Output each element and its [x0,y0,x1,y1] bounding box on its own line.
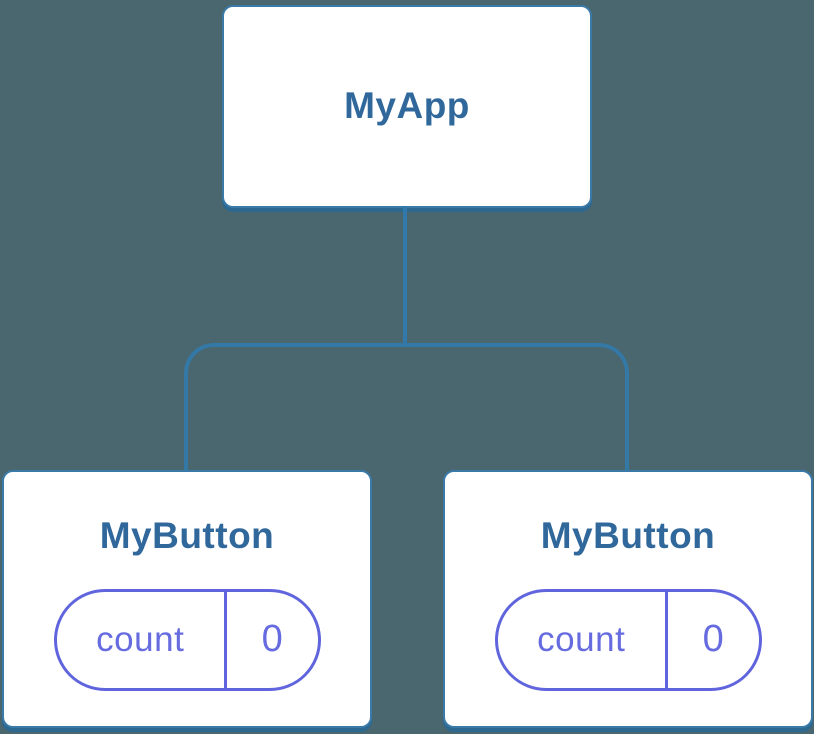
state-name: count [498,591,668,688]
node-mybutton-right: MyButton count 0 [443,470,813,728]
node-label: MyButton [99,515,275,556]
node-mybutton-left: MyButton count 0 [2,470,372,728]
state-pill: count 0 [494,588,762,691]
state-pill: count 0 [53,588,321,691]
connector-elbow [184,343,629,470]
state-name: count [57,591,227,688]
connector-stem [403,206,407,347]
node-myapp: MyApp [222,5,592,208]
node-label: MyApp [344,85,470,127]
state-value: 0 [702,618,724,661]
node-label: MyButton [540,515,716,556]
state-value: 0 [261,618,283,661]
